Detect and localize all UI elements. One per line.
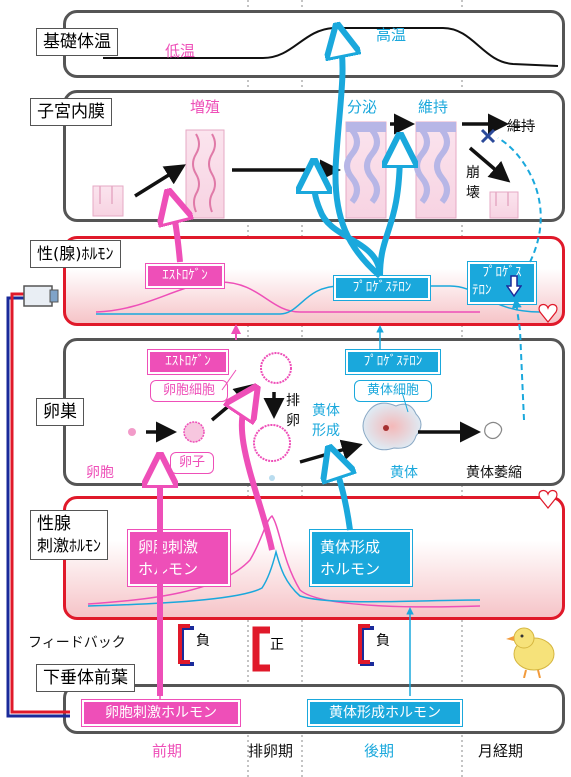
pituitary-fsh-tag: 卵胞刺激ホルモン: [81, 699, 241, 727]
corpus-luteum: [362, 402, 422, 451]
fsh-line2: ホルモン: [138, 560, 199, 578]
follicle-label: 卵胞: [86, 465, 114, 481]
corpus-albicans: [484, 421, 503, 440]
collapse-label-2: 壊: [466, 185, 480, 201]
basal-temp-panel: [63, 10, 565, 78]
gonadotropin-label-line1: 性腺: [37, 514, 71, 534]
ovary-label: 卵巣: [36, 398, 84, 426]
maintenance-struck-label: 維持: [507, 119, 535, 135]
ovary-estrogen-tag: ｴｽﾄﾛｹﾞﾝ: [147, 349, 229, 375]
camera-icon: [23, 285, 53, 307]
down-arrow-icon: [506, 275, 522, 298]
mature-follicle: [260, 352, 292, 384]
growing-follicle: [183, 421, 205, 443]
gonadotropin-label-line2: 刺激ﾎﾙﾓﾝ: [37, 536, 102, 555]
feedback-label: フィードバック: [28, 635, 126, 651]
primordial-follicle: [128, 428, 136, 436]
maintenance-label: 維持: [418, 98, 449, 116]
temperature-curve: [103, 27, 559, 67]
endometrium-collapsed: [489, 191, 519, 219]
phase-ovulation: 排卵期: [248, 742, 294, 760]
endometrium-label: 子宮内膜: [30, 98, 112, 126]
ruptured-follicle: [253, 423, 291, 463]
feedback-negative-2: 負: [376, 633, 390, 649]
endometrium-thin: [92, 185, 124, 217]
pituitary-lh-tag: 黄体形成ホルモン: [307, 699, 463, 727]
lh-line1: 黄体形成: [320, 538, 381, 556]
proliferation-label: 増殖: [190, 98, 221, 116]
feedback-negative-1: 負: [196, 633, 210, 649]
heart-icon-2: [538, 489, 558, 509]
feedback-positive: 正: [270, 637, 284, 653]
secretion-label: 分泌: [347, 98, 378, 116]
cl-atrophy-label: 黄体萎縮: [466, 465, 522, 481]
phase-menstrual: 月経期: [478, 742, 524, 760]
high-temp-label: 高温: [376, 26, 407, 44]
heart-icon: [538, 303, 558, 323]
released-egg: [269, 475, 275, 481]
sex-hormone-label: 性(腺)ﾎﾙﾓﾝ: [30, 240, 121, 268]
chick-icon: [506, 627, 555, 678]
ovary-progesterone-tag: ﾌﾟﾛｹﾞｽﾃﾛﾝ: [345, 349, 441, 375]
phase-early: 前期: [152, 742, 183, 760]
estrogen-tag: ｴｽﾄﾛｹﾞﾝ: [145, 263, 225, 289]
collapse-label-1: 崩: [466, 165, 480, 181]
egg-label: 卵子: [170, 452, 214, 474]
phase-late: 後期: [364, 742, 395, 760]
gonadotropin-label: 性腺 刺激ﾎﾙﾓﾝ: [30, 510, 109, 560]
fsh-box: 卵胞刺激 ホルモン: [127, 529, 231, 587]
endometrium-secretory: [344, 121, 387, 219]
low-temp-label: 低温: [165, 42, 196, 60]
basal-temp-label: 基礎体温: [36, 28, 118, 56]
lutein-cells-label: 黄体細胞: [354, 380, 432, 402]
cl-forming-label-1: 黄体: [312, 403, 340, 419]
fsh-line1: 卵胞刺激: [138, 538, 199, 556]
pituitary-label: 下垂体前葉: [36, 664, 135, 692]
lh-line2: ホルモン: [320, 560, 381, 578]
progesterone-tag-late-line2: ﾃﾛﾝ: [472, 283, 492, 298]
progesterone-tag: ﾌﾟﾛｹﾞｽﾃﾛﾝ: [333, 275, 431, 301]
ovulation-label-2: 卵: [286, 413, 300, 429]
cl-forming-label-2: 形成: [312, 423, 340, 439]
corpus-luteum-label: 黄体: [390, 465, 418, 481]
lh-box: 黄体形成 ホルモン: [309, 529, 413, 587]
ovulation-label-1: 排: [286, 393, 300, 409]
